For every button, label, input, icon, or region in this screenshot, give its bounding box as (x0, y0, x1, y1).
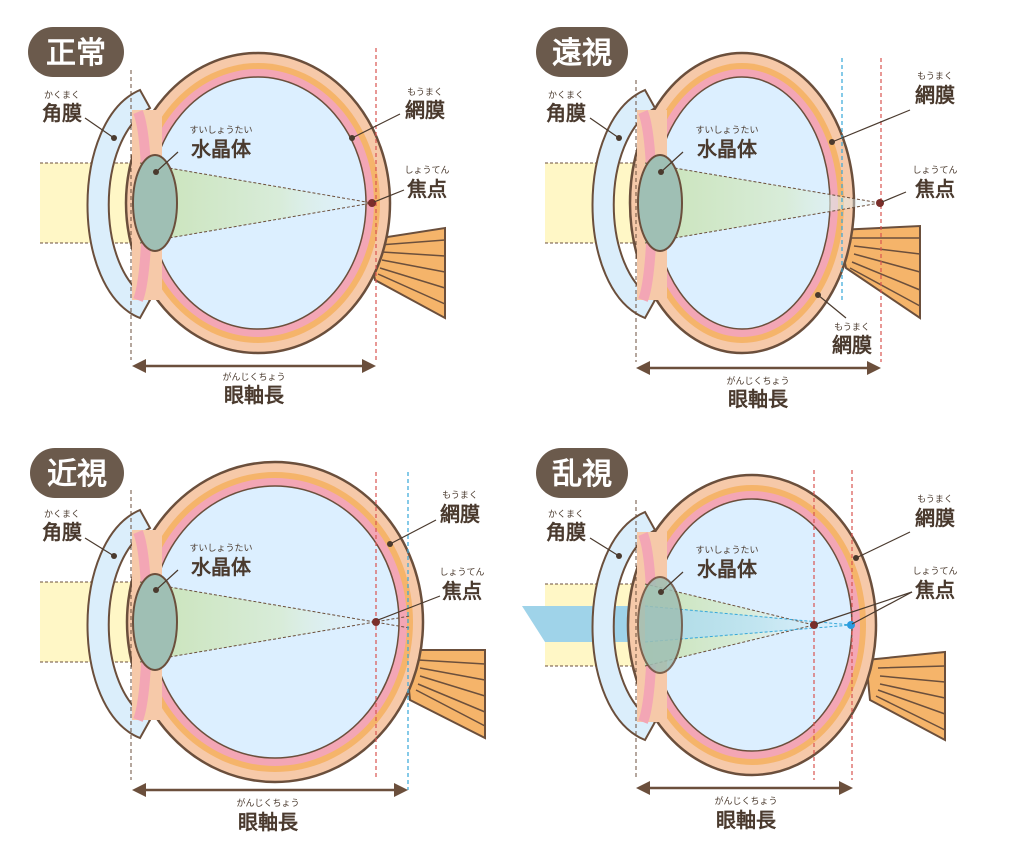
focus-ruby: しょうてん (912, 566, 957, 577)
axial-label: 眼軸長 (728, 387, 789, 411)
axial-ruby: がんじくちょう (222, 371, 285, 383)
lens-label: 水晶体 (697, 557, 758, 581)
panel-astigmatism: 乱視 かくまく 角膜 すいしょうたい 水晶体 もうまく 網膜 しょうてん 焦点 … (522, 448, 958, 832)
lens-ruby: すいしょうたい (695, 125, 758, 136)
panel-title: 遠視 (552, 36, 612, 71)
focus-label: 焦点 (442, 579, 482, 603)
cornea-label: 角膜 (42, 101, 82, 125)
lens (637, 576, 683, 674)
lens-ruby: すいしょうたい (695, 545, 758, 556)
retina-label: 網膜 (440, 502, 480, 526)
retina-ruby: もうまく (917, 71, 953, 82)
light-cone-blue (645, 606, 851, 642)
title-badge: 遠視 (536, 27, 628, 77)
lens (132, 154, 178, 252)
axial-ruby: がんじくちょう (714, 795, 777, 807)
cornea-ruby: かくまく (44, 509, 80, 520)
panel-title: 近視 (47, 457, 107, 492)
panel-title: 正常 (46, 36, 106, 71)
cornea-label: 角膜 (546, 101, 586, 125)
focus-point (368, 199, 376, 207)
cornea-label: 角膜 (546, 520, 586, 544)
cornea-ruby: かくまく (44, 90, 80, 101)
axial-ruby: がんじくちょう (726, 375, 789, 387)
lens-ruby: すいしょうたい (189, 125, 252, 136)
lens-label: 水晶体 (697, 137, 758, 161)
focus-ruby: しょうてん (912, 165, 957, 176)
light-cone (140, 163, 372, 243)
cornea (86, 88, 152, 320)
focus-label: 焦点 (915, 578, 955, 602)
retina2-ruby: もうまく (834, 322, 870, 333)
axial-label: 眼軸長 (238, 810, 299, 834)
retina-ruby: もうまく (407, 87, 443, 98)
panel-myopia: 近視 かくまく 角膜 すいしょうたい 水晶体 もうまく 網膜 しょうてん 焦点 … (30, 448, 486, 834)
light-cone (140, 582, 376, 662)
panel-title: 乱視 (552, 457, 612, 492)
cornea-ruby: かくまく (548, 90, 584, 101)
lens-label: 水晶体 (191, 555, 252, 579)
retina-ruby: もうまく (917, 494, 953, 505)
panel-normal: 正常 かくまく 角膜 すいしょうたい 水晶体 もうまく 網膜 しょうてん 焦点 … (28, 27, 450, 407)
incoming-light-blue (522, 606, 645, 642)
focus-point (810, 621, 818, 629)
retina2-label: 網膜 (832, 333, 872, 357)
lens (637, 154, 683, 252)
title-badge: 近視 (30, 448, 124, 498)
cornea (591, 510, 657, 742)
focus-ruby: しょうてん (404, 165, 449, 176)
focus-point-blue (847, 621, 855, 629)
focus-label: 焦点 (407, 177, 447, 201)
focus-label: 焦点 (915, 177, 955, 201)
focus-point (876, 199, 884, 207)
axial-ruby: がんじくちょう (236, 797, 299, 809)
lens-ruby: すいしょうたい (189, 543, 252, 554)
cornea-ruby: かくまく (548, 509, 584, 520)
axial-label: 眼軸長 (224, 383, 285, 407)
retina-label: 網膜 (915, 83, 955, 107)
retina-label: 網膜 (915, 506, 955, 530)
retina-label: 網膜 (405, 98, 445, 122)
title-badge: 乱視 (536, 448, 628, 498)
cornea (591, 88, 657, 320)
light-cone (645, 163, 880, 243)
retina-ruby: もうまく (442, 490, 478, 501)
optic-nerve (864, 650, 946, 742)
focus-ruby: しょうてん (439, 567, 484, 578)
lens-label: 水晶体 (191, 137, 252, 161)
cornea (86, 508, 152, 740)
cornea-label: 角膜 (42, 520, 82, 544)
title-badge: 正常 (28, 27, 124, 77)
axial-label: 眼軸長 (716, 808, 777, 832)
panel-hyperopia: 遠視 かくまく 角膜 すいしょうたい 水晶体 もうまく 網膜 しょうてん 焦点 … (536, 27, 958, 411)
lens (132, 573, 178, 671)
